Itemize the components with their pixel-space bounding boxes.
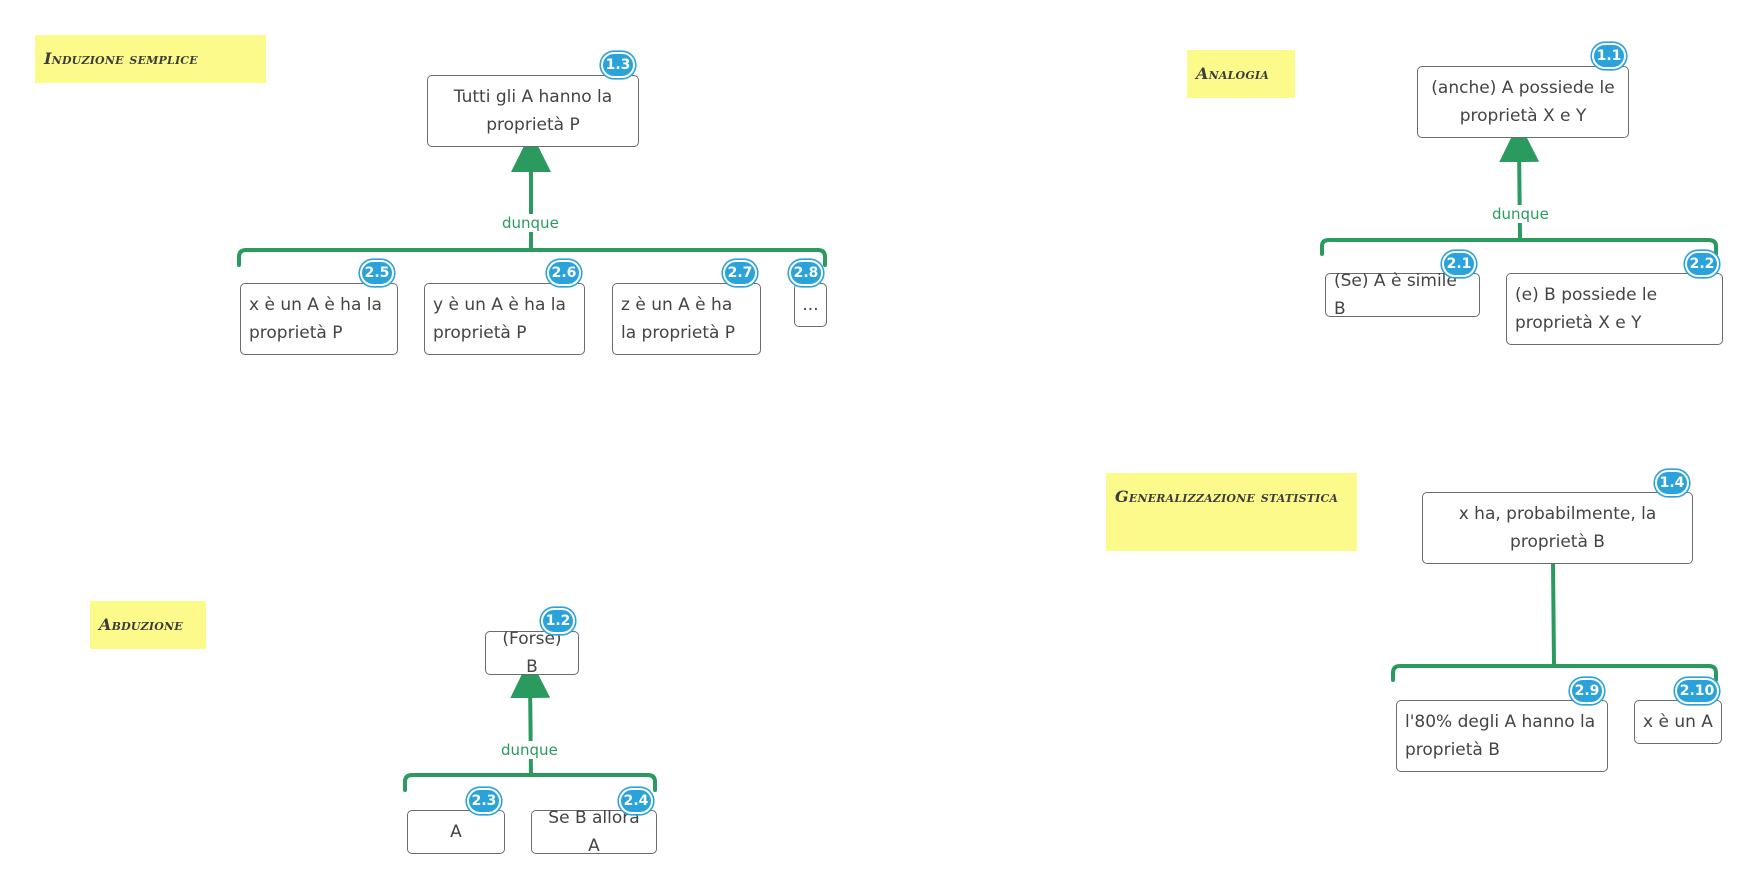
premise-2-6[interactable]: y è un A è ha la proprietà P bbox=[424, 283, 585, 355]
premise-2-3[interactable]: A bbox=[407, 810, 505, 854]
connector-label-induzione: dunque bbox=[500, 214, 561, 232]
premise-badge-2-5: 2.5 bbox=[360, 260, 394, 286]
premise-badge-2-2: 2.2 bbox=[1685, 251, 1719, 277]
claim-1-2[interactable]: (Forse) B bbox=[485, 629, 579, 677]
premise-2-7[interactable]: z è un A è ha la proprietà P bbox=[612, 283, 761, 355]
premise-2-8[interactable]: ... bbox=[794, 283, 827, 327]
claim-1-4[interactable]: x ha, probabilmente, la proprietà B bbox=[1422, 492, 1693, 564]
claim-badge-1-4: 1.4 bbox=[1655, 470, 1689, 496]
connector-label-abduzione: dunque bbox=[499, 741, 560, 759]
title-analogia: Analogia bbox=[1187, 50, 1295, 98]
claim-badge-1-2: 1.2 bbox=[541, 608, 575, 634]
title-abduzione: Abduzione bbox=[90, 601, 206, 649]
bracket-abduzione bbox=[403, 773, 657, 792]
claim-badge-1-3: 1.3 bbox=[601, 52, 635, 78]
premise-badge-2-7: 2.7 bbox=[723, 260, 757, 286]
premise-2-1[interactable]: (Se) A è simile B bbox=[1325, 271, 1480, 319]
line-generalizzazione bbox=[1551, 561, 1556, 667]
premise-2-10[interactable]: x è un A bbox=[1634, 700, 1722, 744]
title-induzione-semplice: Induzione semplice bbox=[35, 35, 266, 83]
premise-2-5[interactable]: x è un A è ha la proprietà P bbox=[240, 283, 398, 355]
claim-1-1[interactable]: (anche) A possiede le proprietà X e Y bbox=[1417, 66, 1629, 138]
arrow-analogia bbox=[1499, 122, 1540, 241]
connector-label-analogia: dunque bbox=[1490, 205, 1551, 223]
bracket-generalizzazione bbox=[1391, 664, 1718, 682]
title-generalizzazione-statistica: Generalizzazione statistica bbox=[1106, 473, 1357, 551]
premise-badge-2-4: 2.4 bbox=[619, 788, 653, 814]
claim-badge-1-1: 1.1 bbox=[1592, 43, 1626, 69]
premise-badge-2-3: 2.3 bbox=[467, 788, 501, 814]
premise-badge-2-1: 2.1 bbox=[1442, 251, 1476, 277]
arrow-abduzione bbox=[510, 658, 551, 776]
premise-2-9[interactable]: l'80% degli A hanno la proprietà B bbox=[1396, 700, 1608, 772]
claim-1-3[interactable]: Tutti gli A hanno la proprietà P bbox=[427, 75, 639, 147]
premise-badge-2-6: 2.6 bbox=[547, 260, 581, 286]
premise-2-2[interactable]: (e) B possiede le proprietà X e Y bbox=[1506, 273, 1723, 345]
premise-badge-2-8: 2.8 bbox=[789, 260, 823, 286]
premise-2-4[interactable]: Se B allora A bbox=[531, 808, 657, 856]
bracket-analogia bbox=[1320, 238, 1718, 256]
premise-badge-2-9: 2.9 bbox=[1570, 678, 1604, 704]
premise-badge-2-10: 2.10 bbox=[1675, 678, 1719, 704]
